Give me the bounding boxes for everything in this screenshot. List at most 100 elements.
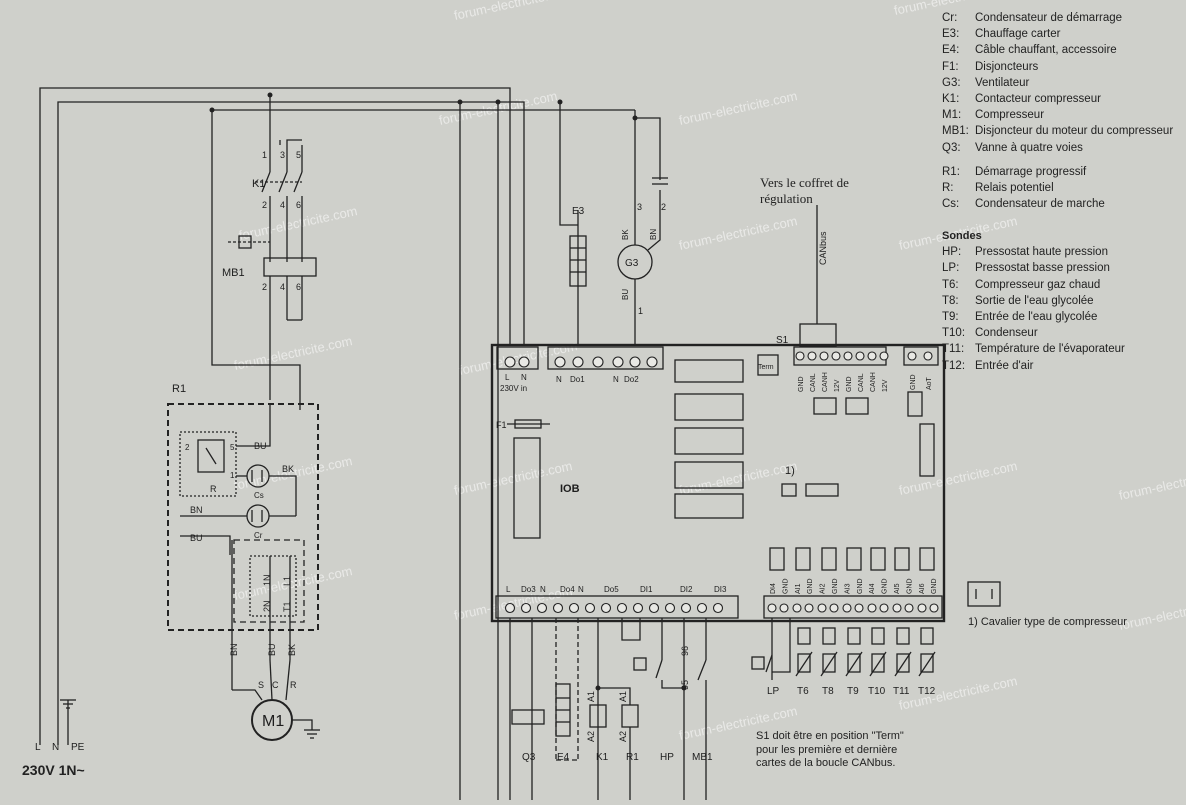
terminal-label: Do5 (604, 585, 619, 594)
jumper-pad (805, 483, 839, 497)
aot-component (907, 391, 923, 417)
legend-row: T6:Compresseur gaz chaud (942, 277, 1125, 293)
legend-text: Compresseur (975, 109, 1045, 122)
relay-block (674, 461, 744, 489)
label-t10: T10 (868, 686, 886, 697)
jumper-block (813, 397, 837, 415)
legend-row: T12: Entrée d'air (942, 358, 1125, 374)
legend-row: LP:Pressostat basse pression (942, 260, 1125, 276)
label-term-230v: 230V in (500, 384, 527, 393)
terminal-label: CANH (870, 372, 877, 392)
legend-row: R: Relais potentiel (942, 180, 1105, 196)
label-motor-s: S (258, 680, 264, 690)
label-k1: K1 (252, 178, 265, 190)
legend-row: F1:Disjoncteurs (942, 59, 1173, 75)
wire-line (39, 87, 511, 745)
legend-text: Compresseur gaz chaud (975, 278, 1101, 291)
terminal-label: DI3 (714, 585, 727, 594)
wire-di1-loop (621, 618, 641, 641)
terminal-label: DI1 (640, 585, 653, 594)
motor-lead (232, 689, 263, 701)
label-a1: A1 (618, 691, 628, 702)
legend-code: T11: (942, 343, 965, 356)
label-bn: BN (649, 229, 658, 240)
legend-text: Disjoncteur du moteur du compresseur (975, 125, 1174, 138)
legend-code: G3: (942, 76, 961, 89)
label-pin: 3 (280, 150, 285, 160)
label-a2: A2 (586, 731, 596, 742)
wire-bk (269, 475, 297, 516)
label-supply-l: L (35, 742, 41, 753)
watermark-text: forum-electricite.com (898, 458, 1019, 498)
capacitor-cr (246, 504, 270, 528)
label-hp: HP (660, 752, 674, 763)
label-t6: T6 (797, 686, 809, 697)
s1-note-line: pour les première et dernière (756, 743, 898, 756)
legend-row: E3:Chauffage carter (942, 26, 1173, 42)
coil-k1 (589, 704, 607, 728)
regulation-note-line: Vers le coffret de (760, 175, 849, 190)
label-g3: G3 (625, 258, 639, 269)
label-pin: 4 (280, 200, 285, 210)
relay-block (674, 359, 744, 383)
legend-text: Condenseur (975, 327, 1038, 340)
legend-text: Disjoncteurs (975, 60, 1039, 73)
terminal-label: AI5 (894, 583, 901, 594)
jumper-note: 1) Cavalier type de compresseur (968, 616, 1127, 628)
legend-code: T8: (942, 294, 959, 307)
terminal-screws (504, 351, 939, 614)
legend-text: Entrée d'air (975, 359, 1034, 372)
legend-text: Câble chauffant, accessoire (975, 44, 1117, 57)
motor-terminal-box (233, 539, 305, 623)
label-cr: Cr (254, 531, 263, 540)
watermark-text: forum-electricite.com (898, 673, 1019, 713)
aot-terminal-strip (903, 346, 939, 366)
legend-code: E4: (942, 44, 960, 57)
label-t11: T11 (893, 686, 910, 697)
terminal-label: GND (906, 578, 913, 594)
coil-r1 (621, 704, 639, 728)
label-pin: 4 (280, 282, 285, 292)
legend-text: Chauffage carter (975, 28, 1061, 41)
label-pin: 2 (262, 200, 267, 210)
terminal-label: 12V (882, 379, 889, 392)
label-r1-coil: R1 (626, 752, 639, 763)
legend-code: R: (942, 182, 954, 195)
legend-text: Relais potentiel (975, 182, 1054, 195)
e3-heater (569, 235, 587, 287)
terminal-label: AoT (926, 376, 933, 390)
label-supply-pe: PE (71, 742, 85, 753)
hp-contact (655, 659, 663, 679)
iob-board-outline (490, 343, 946, 623)
label-r-pin: 1 (230, 471, 235, 480)
terminal-label: GND (857, 578, 864, 594)
legend-code: T12: (942, 359, 966, 372)
label-r-pin: 2 (185, 443, 190, 452)
label-bn: BN (229, 643, 239, 656)
regulation-note: Vers le coffret de régulation (760, 175, 849, 207)
valve-q3 (511, 709, 545, 725)
legend-code: K1: (942, 93, 960, 106)
label-bu: BU (267, 643, 277, 656)
sensor-symbols (795, 627, 936, 677)
legend-text: Ventilateur (975, 76, 1030, 89)
relay-r-coil (197, 439, 225, 473)
label-term-l: L (505, 373, 510, 382)
label-e3: E3 (572, 206, 585, 217)
legend-code: Q3: (942, 141, 961, 154)
label-bn: BN (190, 505, 203, 515)
fan-cap-wire (647, 190, 661, 251)
label-s1: S1 (776, 335, 789, 346)
legend-code: Cr: (942, 12, 958, 24)
switch-s1 (757, 354, 779, 376)
terminal-label: AI1 (795, 583, 802, 594)
label-r-pin: 5 (230, 443, 235, 452)
